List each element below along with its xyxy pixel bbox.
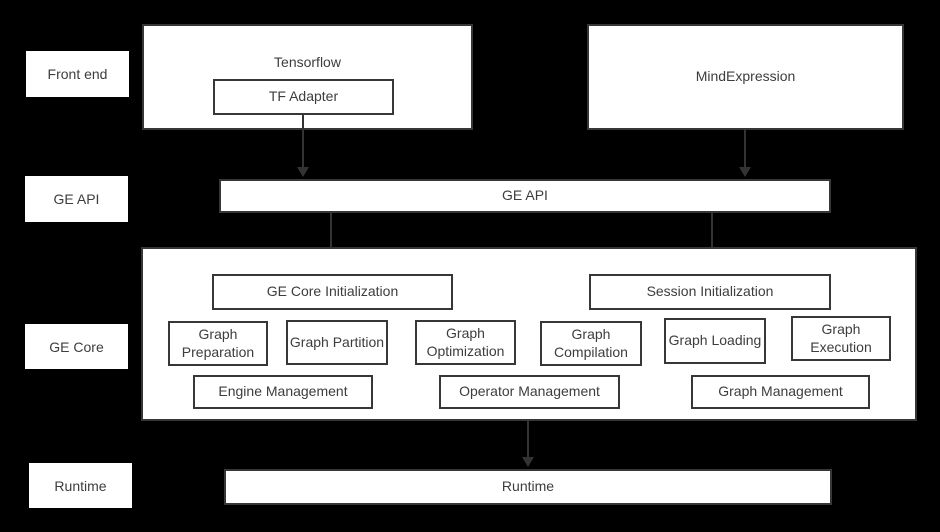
graph-optimization-box: Graph Optimization xyxy=(415,320,516,365)
session-initialization-box: Session Initialization xyxy=(589,274,831,310)
layer-label-ge-api: GE API xyxy=(25,176,128,222)
arrow-tf-adapter-to-ge-api xyxy=(297,115,309,177)
operator-management-box: Operator Management xyxy=(439,375,620,409)
tf-adapter-box: TF Adapter xyxy=(213,79,394,115)
graph-loading-box: Graph Loading xyxy=(664,318,766,364)
graph-execution-box: Graph Execution xyxy=(791,316,891,361)
layer-label-front-end: Front end xyxy=(26,51,129,97)
graph-partition-box: Graph Partition xyxy=(286,320,388,365)
mind-expression-box: MindExpression xyxy=(587,24,904,130)
graph-preparation-box: Graph Preparation xyxy=(168,321,268,366)
ge-core-initialization-box: GE Core Initialization xyxy=(212,274,453,310)
graph-compilation-box: Graph Compilation xyxy=(540,321,642,366)
tensorflow-label: Tensorflow xyxy=(274,54,341,70)
engine-management-box: Engine Management xyxy=(193,375,373,409)
graph-management-box: Graph Management xyxy=(691,375,870,409)
runtime-bar: Runtime xyxy=(224,469,832,505)
arrow-mind-expression-to-ge-api xyxy=(739,130,751,177)
layer-label-runtime: Runtime xyxy=(29,463,132,508)
arrow-ge-core-to-runtime xyxy=(522,421,534,467)
layer-label-ge-core: GE Core xyxy=(25,324,128,369)
ge-api-bar: GE API xyxy=(219,179,831,213)
